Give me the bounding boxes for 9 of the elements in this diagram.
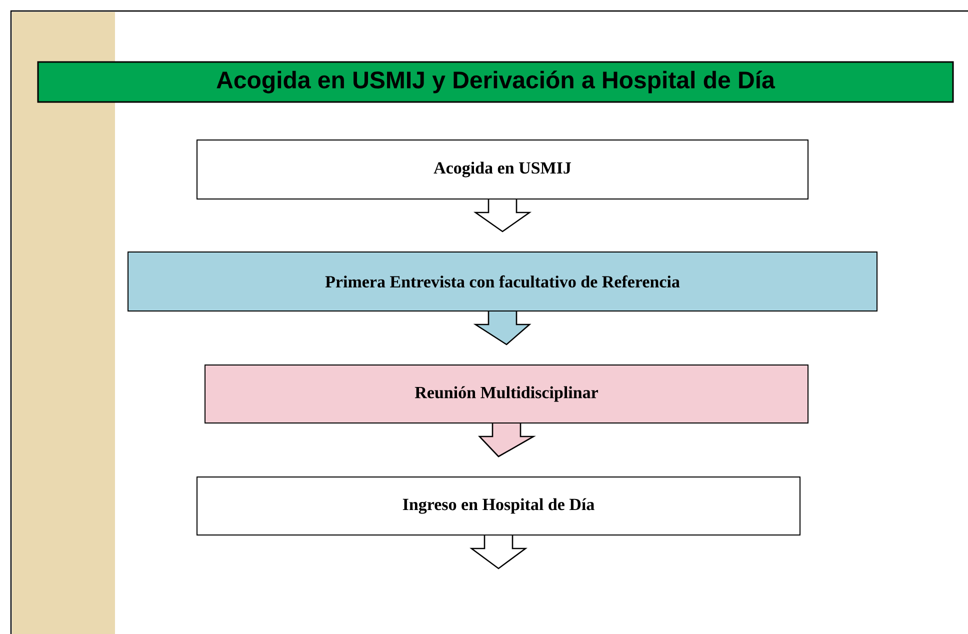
block-arrow [478, 422, 536, 458]
title-banner: Acogida en USMIJ y Derivación a Hospital de Día [37, 61, 954, 103]
block-arrow [473, 310, 532, 346]
block-arrow [470, 534, 528, 570]
process-box: Ingreso en Hospital de Día [196, 476, 800, 536]
block-arrow [473, 198, 532, 232]
process-box: Primera Entrevista con facultativo de Referencia [128, 252, 878, 312]
process-box: Reunión Multidisciplinar [204, 364, 809, 424]
process-box: Acogida en USMIJ [196, 140, 809, 200]
